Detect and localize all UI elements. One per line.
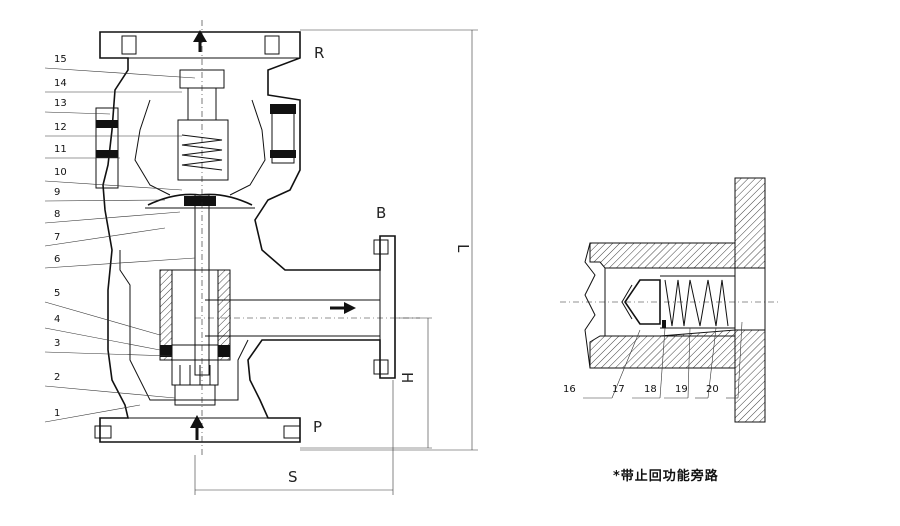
part-label: 13 [54,98,67,109]
valve-body-outline [99,31,396,443]
part-label: 18 [644,384,657,395]
part-label: 7 [54,232,60,243]
part-label: 19 [675,384,688,395]
side-flange [379,235,396,379]
detail-poppet [624,279,661,325]
part-label: 16 [563,384,576,395]
part-label: 20 [706,384,719,395]
part-labels-detail: 16 17 18 19 20 [563,321,743,399]
part-label: 4 [54,314,60,325]
part-label: 14 [54,78,67,89]
dimension-h: H [300,317,432,449]
flow-arrow-up-top [193,30,207,52]
part-label: 3 [54,338,60,349]
part-label: 5 [54,288,60,299]
part-label: 1 [54,408,60,419]
part-label: 9 [54,187,60,198]
dimension-s: S [194,380,394,495]
port-label-r: R [314,44,324,62]
part-labels-main: 15 14 13 12 11 10 9 8 7 6 5 4 3 [44,54,196,423]
dimension-label-l: L [454,244,472,253]
left-bolt [95,107,119,189]
detail-check-valve-section: 16 17 18 19 20 *带止回功能旁路 [560,177,780,484]
port-label-p: P [313,418,322,436]
part-label: 6 [54,254,60,265]
main-valve-section: R B P S L H 15 14 13 [44,20,478,495]
part-label: 10 [54,167,67,178]
part-label: 2 [54,372,60,383]
part-label: 17 [612,384,625,395]
flow-arrow-right [330,302,356,314]
dimension-label-h: H [398,372,416,383]
port-label-b: B [376,204,386,222]
part-label: 12 [54,122,67,133]
dimension-label-s: S [288,468,298,486]
detail-body-upper [589,242,736,269]
detail-caption: *带止回功能旁路 [613,468,719,484]
dimension-l: L [300,29,478,451]
part-label: 11 [54,144,67,155]
flow-arrow-up-bottom [190,415,204,440]
part-label: 15 [54,54,67,65]
part-label: 8 [54,209,60,220]
detail-spring [664,279,729,327]
